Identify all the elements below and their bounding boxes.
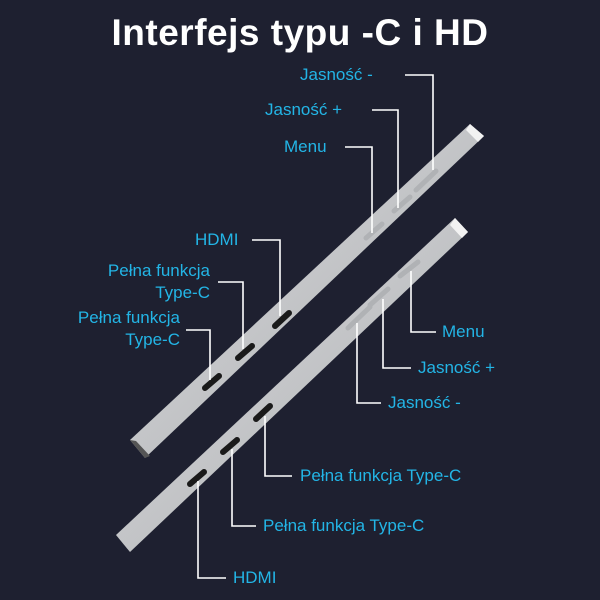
- brightness-down-button: [345, 304, 373, 331]
- label-typec-2-bottom: Pełna funkcja Type-C: [263, 516, 425, 535]
- label-line: Type-C: [155, 283, 210, 302]
- menu-button: [363, 221, 385, 241]
- label-menu-bottom: Menu: [442, 322, 485, 341]
- label-line: Pełna funkcja: [77, 308, 180, 327]
- label-hdmi-top: HDMI: [195, 230, 239, 249]
- label-line: Pełna funkcja: [107, 261, 210, 280]
- label-hdmi-bottom: HDMI: [233, 568, 277, 587]
- brightness-up-button: [391, 194, 413, 214]
- hdmi-port: [272, 310, 292, 329]
- monitor-edge-bottom: [116, 218, 468, 552]
- label-brightness-down-top: Jasność -: [300, 65, 373, 84]
- typec-port: [253, 403, 273, 422]
- page-title: Interfejs typu -C i HD: [111, 12, 489, 53]
- label-typec-1-top: Pełna funkcja Type-C: [108, 260, 210, 304]
- menu-button: [397, 259, 421, 279]
- label-menu-top: Menu: [284, 137, 327, 156]
- label-line: Type-C: [125, 330, 180, 349]
- brightness-up-button: [367, 286, 391, 308]
- label-typec-2-top: Pełna funkcja Type-C: [78, 307, 180, 351]
- label-typec-1-bottom: Pełna funkcja Type-C: [300, 466, 462, 485]
- leader-lines: [186, 74, 436, 579]
- brightness-down-button: [413, 168, 439, 193]
- typec-port: [220, 437, 240, 455]
- typec-port: [202, 373, 222, 391]
- label-brightness-down-bottom: Jasność -: [388, 393, 461, 412]
- label-brightness-up-bottom: Jasność +: [418, 358, 496, 377]
- label-brightness-up-top: Jasność +: [265, 100, 343, 119]
- typec-port: [235, 343, 255, 361]
- hdmi-port: [187, 469, 207, 487]
